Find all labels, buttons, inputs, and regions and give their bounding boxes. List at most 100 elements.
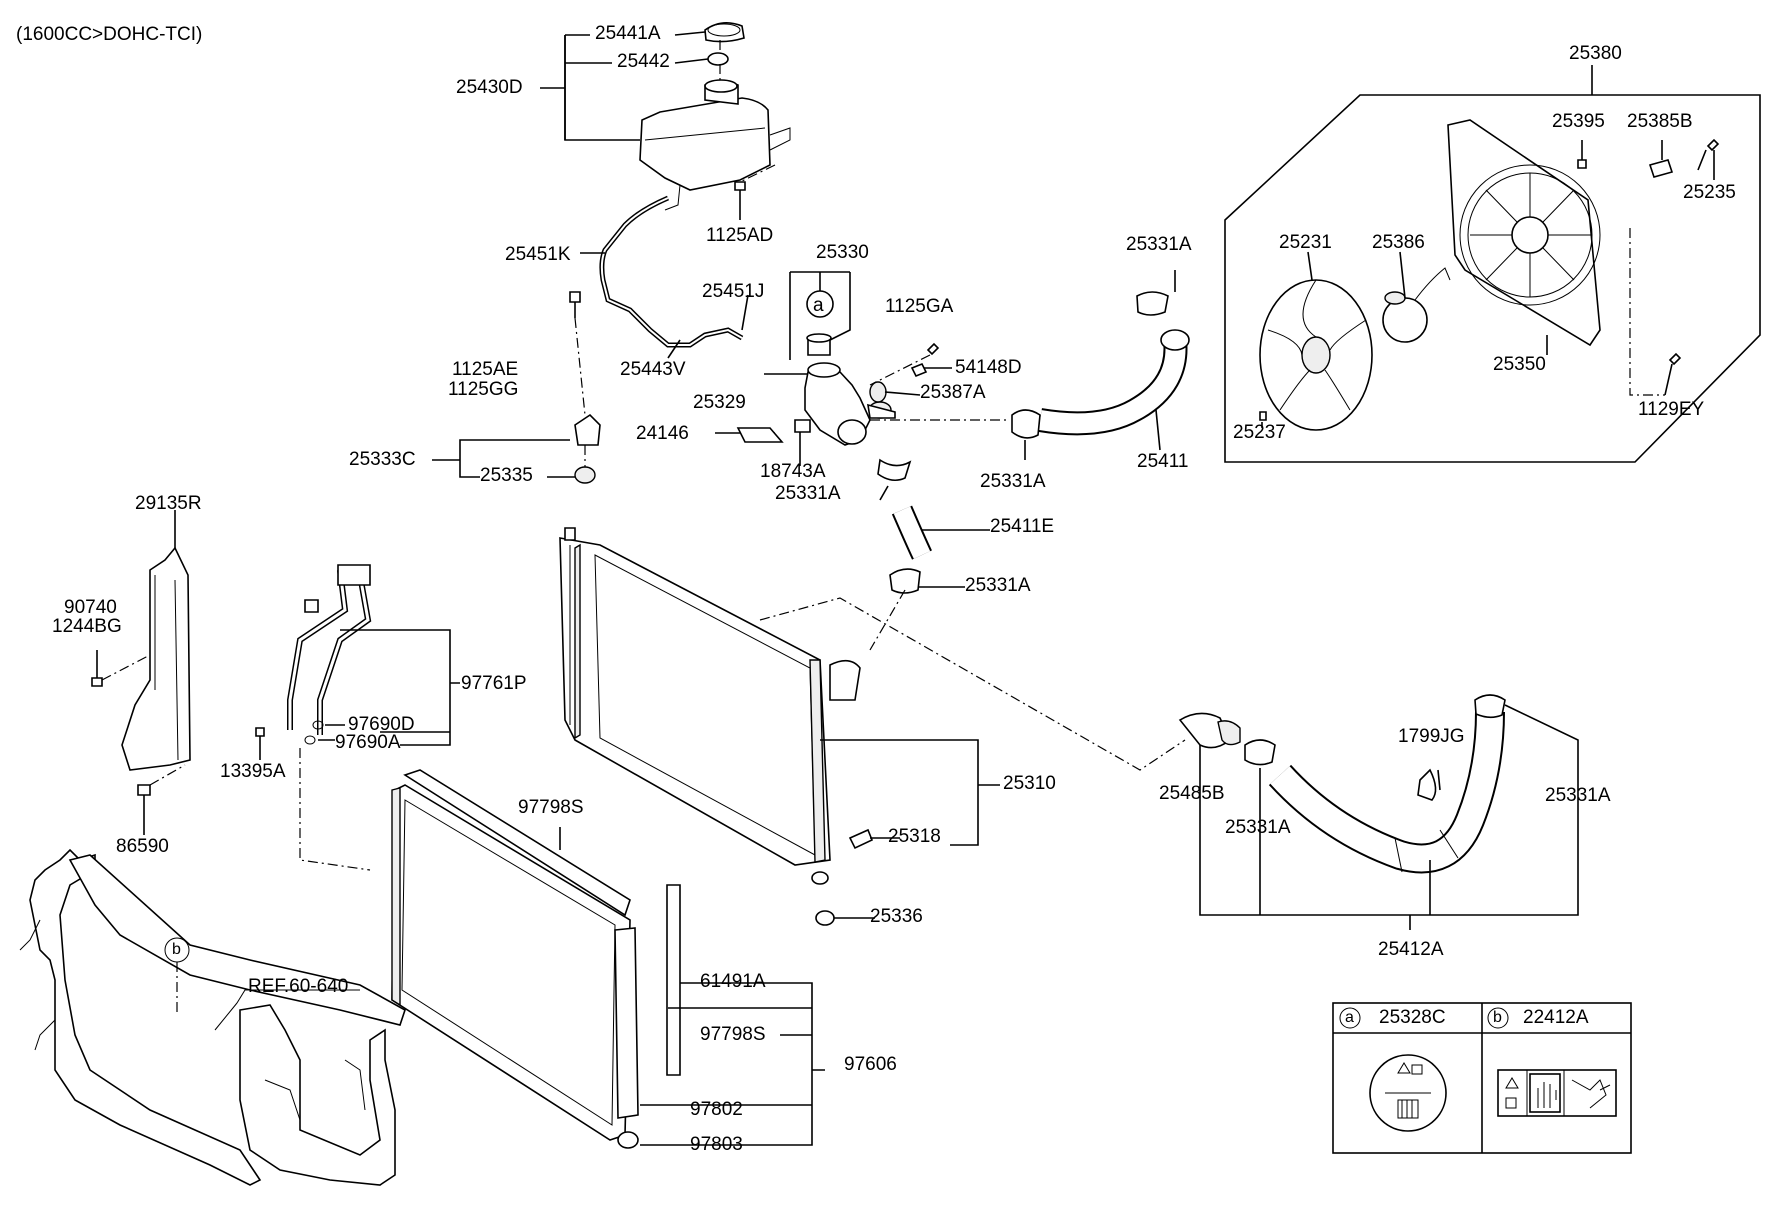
bolt-25235 — [1706, 138, 1720, 152]
part-label-25411E: 25411E — [990, 516, 1055, 537]
hose-25412A — [1268, 711, 1505, 874]
part-label-25412A: 25412A — [1378, 939, 1444, 960]
part-label-97690D: 97690D — [348, 714, 415, 735]
part-label-61491A: 61491A — [700, 971, 766, 992]
clamp-25331A-e — [1244, 739, 1276, 766]
part-label-1244BG: 1244BG — [52, 616, 122, 637]
bracket-18743A — [794, 419, 811, 433]
part-label-97798S-1: 97798S — [518, 797, 584, 818]
part-label-29135R: 29135R — [135, 493, 202, 514]
callout-a-label: a — [813, 295, 824, 316]
reservoir-tank-25430D — [639, 79, 791, 211]
fan-motor-25386 — [1382, 267, 1451, 343]
gasket-25442 — [707, 52, 729, 66]
part-label-25335: 25335 — [480, 465, 533, 486]
radiator-25310 — [559, 527, 861, 885]
bolt-1129EY — [1668, 352, 1682, 366]
fan-blade-25231 — [1259, 279, 1373, 431]
part-label-1129EY: 1129EY — [1638, 399, 1705, 420]
part-label-1125AD: 1125AD — [706, 225, 774, 246]
gasket-24146 — [736, 427, 784, 443]
cap-25330 — [789, 271, 851, 360]
seal-61491A — [666, 884, 681, 1076]
water-outlet-25329 — [804, 362, 896, 446]
bolt-1125GA — [926, 342, 940, 356]
condenser-97606 — [391, 769, 681, 1149]
part-label-25411: 25411 — [1137, 451, 1189, 472]
part-label-97690A: 97690A — [335, 732, 401, 753]
elbow-25485B — [1178, 712, 1241, 749]
bolt-1244BG — [91, 677, 103, 687]
drain-plug-25318 — [848, 828, 874, 850]
engine-spec-label: (1600CC>DOHC-TCI) — [16, 24, 203, 45]
part-label-25237: 25237 — [1233, 422, 1286, 443]
bracket-29135R — [121, 546, 191, 771]
part-label-25451K: 25451K — [505, 244, 571, 265]
part-label-25235: 25235 — [1683, 182, 1736, 203]
clip-1799JG — [1417, 768, 1437, 801]
part-label-25331A-5: 25331A — [1545, 785, 1611, 806]
seal-97798S — [403, 769, 631, 917]
part-label-90740: 90740 — [64, 597, 117, 618]
part-label-25331A-1: 25331A — [775, 483, 841, 504]
hose-25411E — [891, 505, 932, 560]
legend-table — [1332, 1002, 1632, 1154]
part-label-25330: 25330 — [816, 242, 869, 263]
part-label-18743A: 18743A — [760, 461, 826, 482]
part-label-25333C: 25333C — [349, 449, 416, 470]
part-label-25442: 25442 — [617, 51, 670, 72]
bolt-54148D — [910, 362, 928, 378]
part-label-97803: 97803 — [690, 1134, 743, 1155]
part-label-25331A-3: 25331A — [1126, 234, 1192, 255]
part-label-97606: 97606 — [844, 1054, 897, 1075]
bolt-13395A — [255, 727, 265, 737]
bracket-25333C — [569, 291, 601, 484]
part-label-97798S-2: 97798S — [700, 1024, 766, 1045]
mount-25336 — [815, 910, 835, 926]
legend-a-part-label: 25328C — [1379, 1007, 1446, 1028]
part-label-86590: 86590 — [116, 836, 169, 857]
part-label-1125GA: 1125GA — [885, 296, 954, 317]
clamp-25331A-c — [877, 458, 912, 482]
part-label-25451J: 25451J — [702, 281, 765, 302]
part-label-25443V: 25443V — [620, 359, 686, 380]
callout-b-label: b — [172, 941, 181, 958]
part-label-25380: 25380 — [1569, 43, 1622, 64]
part-label-25387A: 25387A — [920, 382, 986, 403]
part-label-1799JG: 1799JG — [1398, 726, 1465, 747]
part-label-25386: 25386 — [1372, 232, 1425, 253]
ac-pipe-97761P — [287, 564, 372, 735]
part-label-25395: 25395 — [1552, 111, 1605, 132]
part-label-97761P: 97761P — [461, 673, 527, 694]
part-label-97802: 97802 — [690, 1099, 743, 1120]
legend-a-circle-label: a — [1345, 1009, 1354, 1026]
part-label-25310: 25310 — [1003, 773, 1056, 794]
part-label-25350: 25350 — [1493, 354, 1546, 375]
part-label-54148D: 54148D — [955, 357, 1022, 378]
part-label-25336: 25336 — [870, 906, 923, 927]
part-label-25441A: 25441A — [595, 23, 661, 44]
part-label-25318: 25318 — [888, 826, 941, 847]
part-label-25331A-2: 25331A — [980, 471, 1046, 492]
bolt-25237 — [1259, 411, 1267, 421]
cap-25441A — [704, 22, 745, 43]
front-end-module-frame — [19, 848, 406, 1186]
part-label-25485B: 25485B — [1159, 783, 1225, 804]
bolt-1125AD — [734, 164, 776, 212]
clamp-25331A-f — [1474, 694, 1506, 719]
sensor-25385B — [1648, 159, 1674, 178]
clamp-25331A-d — [889, 568, 921, 594]
part-label-25329: 25329 — [693, 392, 746, 413]
fan-assembly-box-25380 — [1224, 94, 1761, 463]
bolt-25395 — [1577, 159, 1587, 169]
clamp-25331A-b — [1011, 409, 1041, 439]
shroud-25350 — [1447, 119, 1601, 347]
clamp-25331A-a — [1136, 291, 1169, 316]
part-label-1125AE: 1125AE — [452, 359, 519, 380]
part-label-1125GG: 1125GG — [448, 379, 519, 400]
mount-25335 — [574, 466, 596, 484]
part-label-25331A-6: 25331A — [1225, 817, 1291, 838]
part-label-25385B: 25385B — [1627, 111, 1693, 132]
